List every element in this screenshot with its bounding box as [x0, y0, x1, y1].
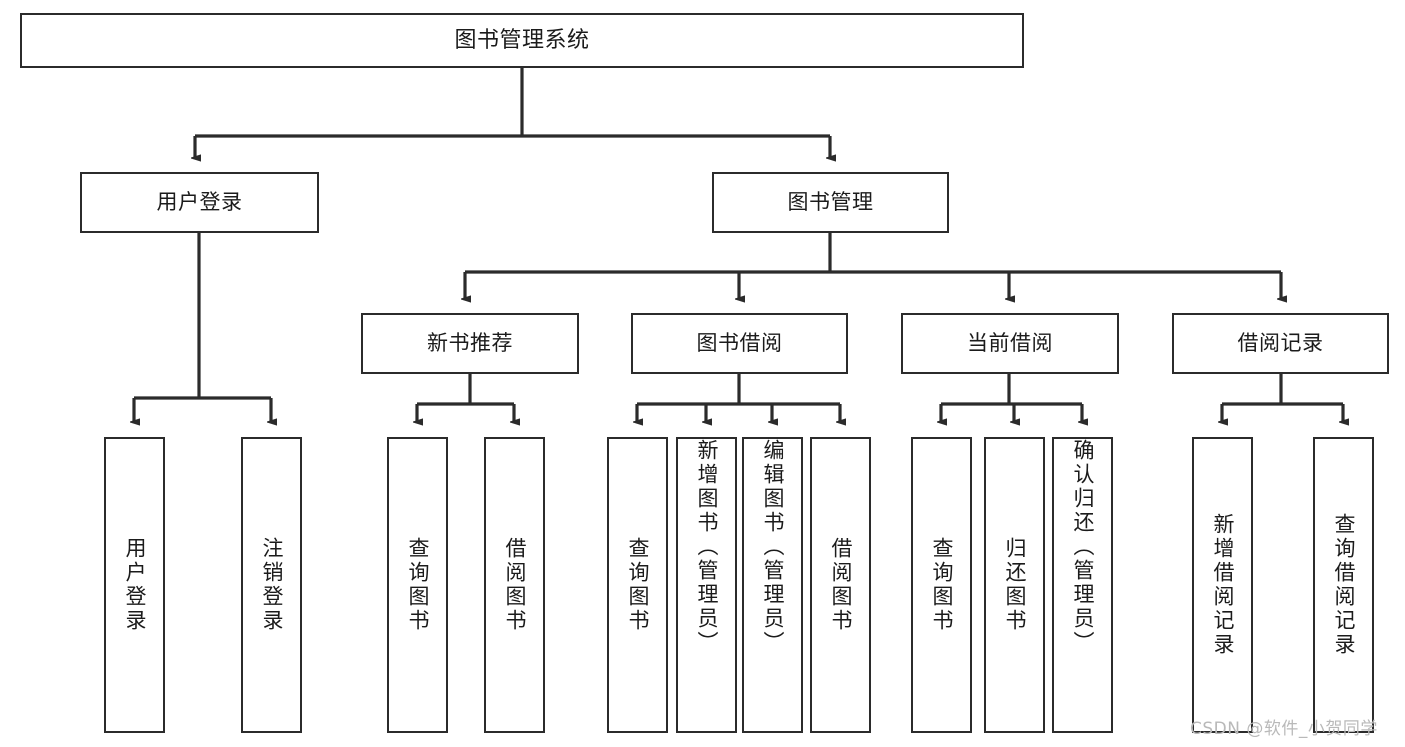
- node-leaf-cur-return-book[interactable]: 归还图书: [984, 437, 1045, 733]
- node-leaf-user-login-label: 用户登录: [123, 537, 147, 633]
- node-leaf-rec-query-book-label: 查询图书: [406, 537, 430, 633]
- node-current-borrow-label: 当前借阅: [967, 331, 1053, 356]
- node-leaf-rec-add-label: 新增借阅记录: [1211, 513, 1235, 657]
- node-leaf-borrow-add-book[interactable]: 新增图书（管理员）: [676, 437, 737, 733]
- node-current-borrow[interactable]: 当前借阅: [901, 313, 1119, 374]
- node-leaf-cur-confirm-return-label: 确认归还（管理员）: [1071, 439, 1095, 655]
- node-leaf-user-logout[interactable]: 注销登录: [241, 437, 302, 733]
- node-leaf-borrow-edit-book[interactable]: 编辑图书（管理员）: [742, 437, 803, 733]
- node-leaf-cur-confirm-return[interactable]: 确认归还（管理员）: [1052, 437, 1113, 733]
- node-book-manage-label: 图书管理: [787, 190, 874, 215]
- node-leaf-borrow-borrow-book[interactable]: 借阅图书: [810, 437, 871, 733]
- node-leaf-borrow-edit-book-label: 编辑图书（管理员）: [761, 439, 785, 655]
- node-user-login-label: 用户登录: [156, 190, 243, 215]
- node-leaf-rec-add[interactable]: 新增借阅记录: [1192, 437, 1253, 733]
- node-leaf-borrow-query-book-label: 查询图书: [626, 537, 650, 633]
- node-leaf-rec-query-book[interactable]: 查询图书: [387, 437, 448, 733]
- node-leaf-rec-borrow-book[interactable]: 借阅图书: [484, 437, 545, 733]
- node-borrow-record-label: 借阅记录: [1237, 331, 1324, 356]
- node-leaf-cur-query-book[interactable]: 查询图书: [911, 437, 972, 733]
- node-leaf-cur-return-book-label: 归还图书: [1003, 537, 1027, 633]
- node-new-book-rec-label: 新书推荐: [427, 331, 513, 356]
- node-leaf-rec-borrow-book-label: 借阅图书: [503, 537, 527, 633]
- node-leaf-rec-query[interactable]: 查询借阅记录: [1313, 437, 1374, 733]
- node-borrow-record[interactable]: 借阅记录: [1172, 313, 1389, 374]
- node-leaf-borrow-borrow-book-label: 借阅图书: [829, 537, 853, 633]
- node-leaf-borrow-add-book-label: 新增图书（管理员）: [695, 439, 719, 655]
- node-user-login[interactable]: 用户登录: [80, 172, 319, 233]
- node-leaf-cur-query-book-label: 查询图书: [930, 537, 954, 633]
- node-new-book-rec[interactable]: 新书推荐: [361, 313, 579, 374]
- node-book-manage[interactable]: 图书管理: [712, 172, 949, 233]
- node-leaf-user-logout-label: 注销登录: [260, 537, 284, 633]
- node-leaf-borrow-query-book[interactable]: 查询图书: [607, 437, 668, 733]
- node-book-borrow-label: 图书借阅: [696, 331, 783, 356]
- node-root[interactable]: 图书管理系统: [20, 13, 1024, 68]
- node-leaf-user-login[interactable]: 用户登录: [104, 437, 165, 733]
- csdn-watermark: CSDN @软件_小贺同学: [1190, 719, 1378, 739]
- node-root-label: 图书管理系统: [454, 27, 590, 53]
- node-book-borrow[interactable]: 图书借阅: [631, 313, 848, 374]
- node-leaf-rec-query-label: 查询借阅记录: [1332, 513, 1356, 657]
